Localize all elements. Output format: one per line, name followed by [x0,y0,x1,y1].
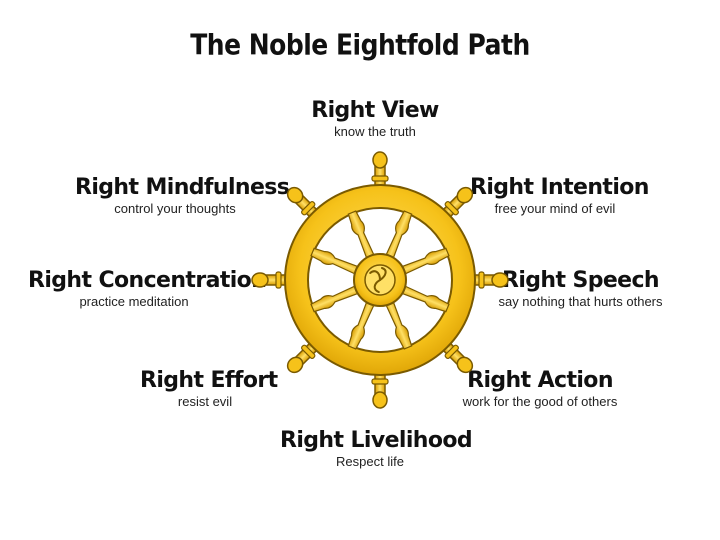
path-right-concentration: Right Concentration practice meditation [28,268,240,310]
path-right-mindfulness: Right Mindfulness control your thoughts [75,175,275,217]
path-right-view: Right View know the truth [300,98,450,140]
path-name: Right Livelihood [280,428,460,454]
path-right-livelihood: Right Livelihood Respect life [280,428,460,470]
path-name: Right Mindfulness [75,175,275,201]
path-description: know the truth [300,124,450,140]
dharma-wheel-icon [250,150,510,410]
path-description: control your thoughts [75,201,275,217]
diagram-title: The Noble Eightfold Path [0,28,720,61]
path-description: Respect life [280,454,460,470]
path-description: practice meditation [28,294,240,310]
path-name: Right Concentration [28,268,240,294]
path-name: Right View [300,98,450,124]
